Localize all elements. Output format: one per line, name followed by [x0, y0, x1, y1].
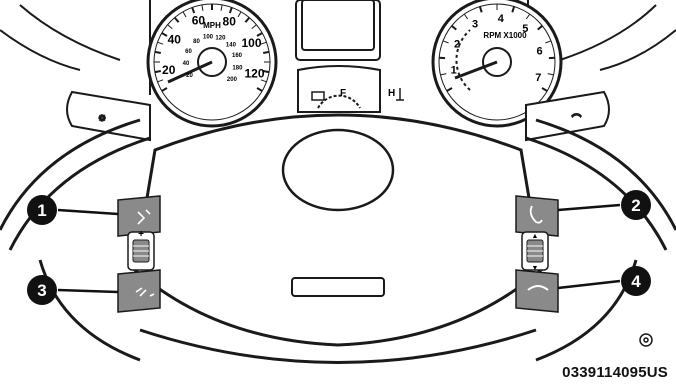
right-switch-bank: ▲ ▼ — [516, 196, 558, 312]
callout-3-number: 3 — [37, 281, 46, 300]
callout-4: 4 — [621, 266, 651, 296]
figure-code: 0339114095US — [562, 364, 668, 381]
speedometer-kmh-200: 200 — [227, 77, 238, 83]
speedometer-kmh-40: 40 — [183, 61, 190, 67]
callout-leader-3 — [58, 290, 118, 292]
voice-recognition-button[interactable] — [118, 270, 160, 312]
ignition-detail — [640, 334, 652, 346]
speedometer-kmh-140: 140 — [226, 42, 237, 48]
headlamp-icon: ☼ — [98, 112, 106, 122]
callout-2-number: 2 — [631, 196, 640, 215]
temp-label: H — [388, 88, 395, 99]
speedometer-mph-40: 40 — [168, 33, 182, 47]
speedometer-kmh-60: 60 — [185, 49, 192, 55]
callout-1: 1 — [27, 195, 57, 225]
speedometer-kmh-100: 100 — [203, 34, 214, 40]
volume-plus-label: + — [138, 229, 144, 240]
tachometer-rpm-1: 1 — [451, 65, 457, 77]
fuel-label: F — [340, 88, 346, 99]
speedometer-mph-120: 120 — [244, 67, 264, 81]
fuel-pump-icon — [312, 92, 324, 100]
speedometer-tick — [155, 52, 161, 53]
speedometer-mph-80: 80 — [223, 15, 237, 29]
tachometer-rpm-4: 4 — [498, 13, 505, 25]
callout-leader-2 — [558, 205, 620, 210]
rpm-unit-label: RPM X1000 — [483, 31, 527, 40]
steering-hub — [135, 115, 541, 345]
left-switch-bank: + – — [118, 196, 160, 312]
phone-hangup-button[interactable] — [516, 270, 558, 312]
scroll-up-arrow: ▲ — [532, 233, 539, 240]
center-gauges: F H — [312, 88, 404, 108]
tachometer-rpm-2: 2 — [454, 38, 460, 50]
tachometer-rpm-7: 7 — [535, 72, 541, 84]
speedometer-kmh-80: 80 — [193, 39, 200, 45]
speedometer-mph-20: 20 — [162, 63, 176, 77]
callout-4-number: 4 — [631, 272, 641, 291]
callout-3: 3 — [27, 275, 57, 305]
tachometer-rpm-6: 6 — [536, 46, 542, 58]
phone-pickup-button[interactable] — [516, 196, 558, 236]
speedometer-mph-100: 100 — [241, 36, 261, 50]
speedometer-tick — [155, 71, 161, 72]
speedometer-kmh-160: 160 — [232, 53, 243, 59]
callout-leader-4 — [558, 281, 620, 288]
speedometer-kmh-180: 180 — [232, 66, 243, 72]
speedometer-kmh-120: 120 — [215, 36, 226, 42]
instrument-panel — [0, 0, 676, 112]
callout-2: 2 — [621, 190, 651, 220]
wiper-icon: ⌒ — [572, 114, 581, 124]
steering-wheel — [0, 115, 676, 363]
coolant-temp-icon — [396, 88, 404, 100]
callout-leader-1 — [58, 210, 118, 214]
speedometer-kmh-20: 20 — [186, 73, 193, 79]
mph-unit-label: MPH — [203, 21, 221, 30]
callout-1-number: 1 — [37, 201, 46, 220]
speedometer-tick — [263, 52, 269, 53]
tachometer-rpm-3: 3 — [472, 19, 478, 31]
